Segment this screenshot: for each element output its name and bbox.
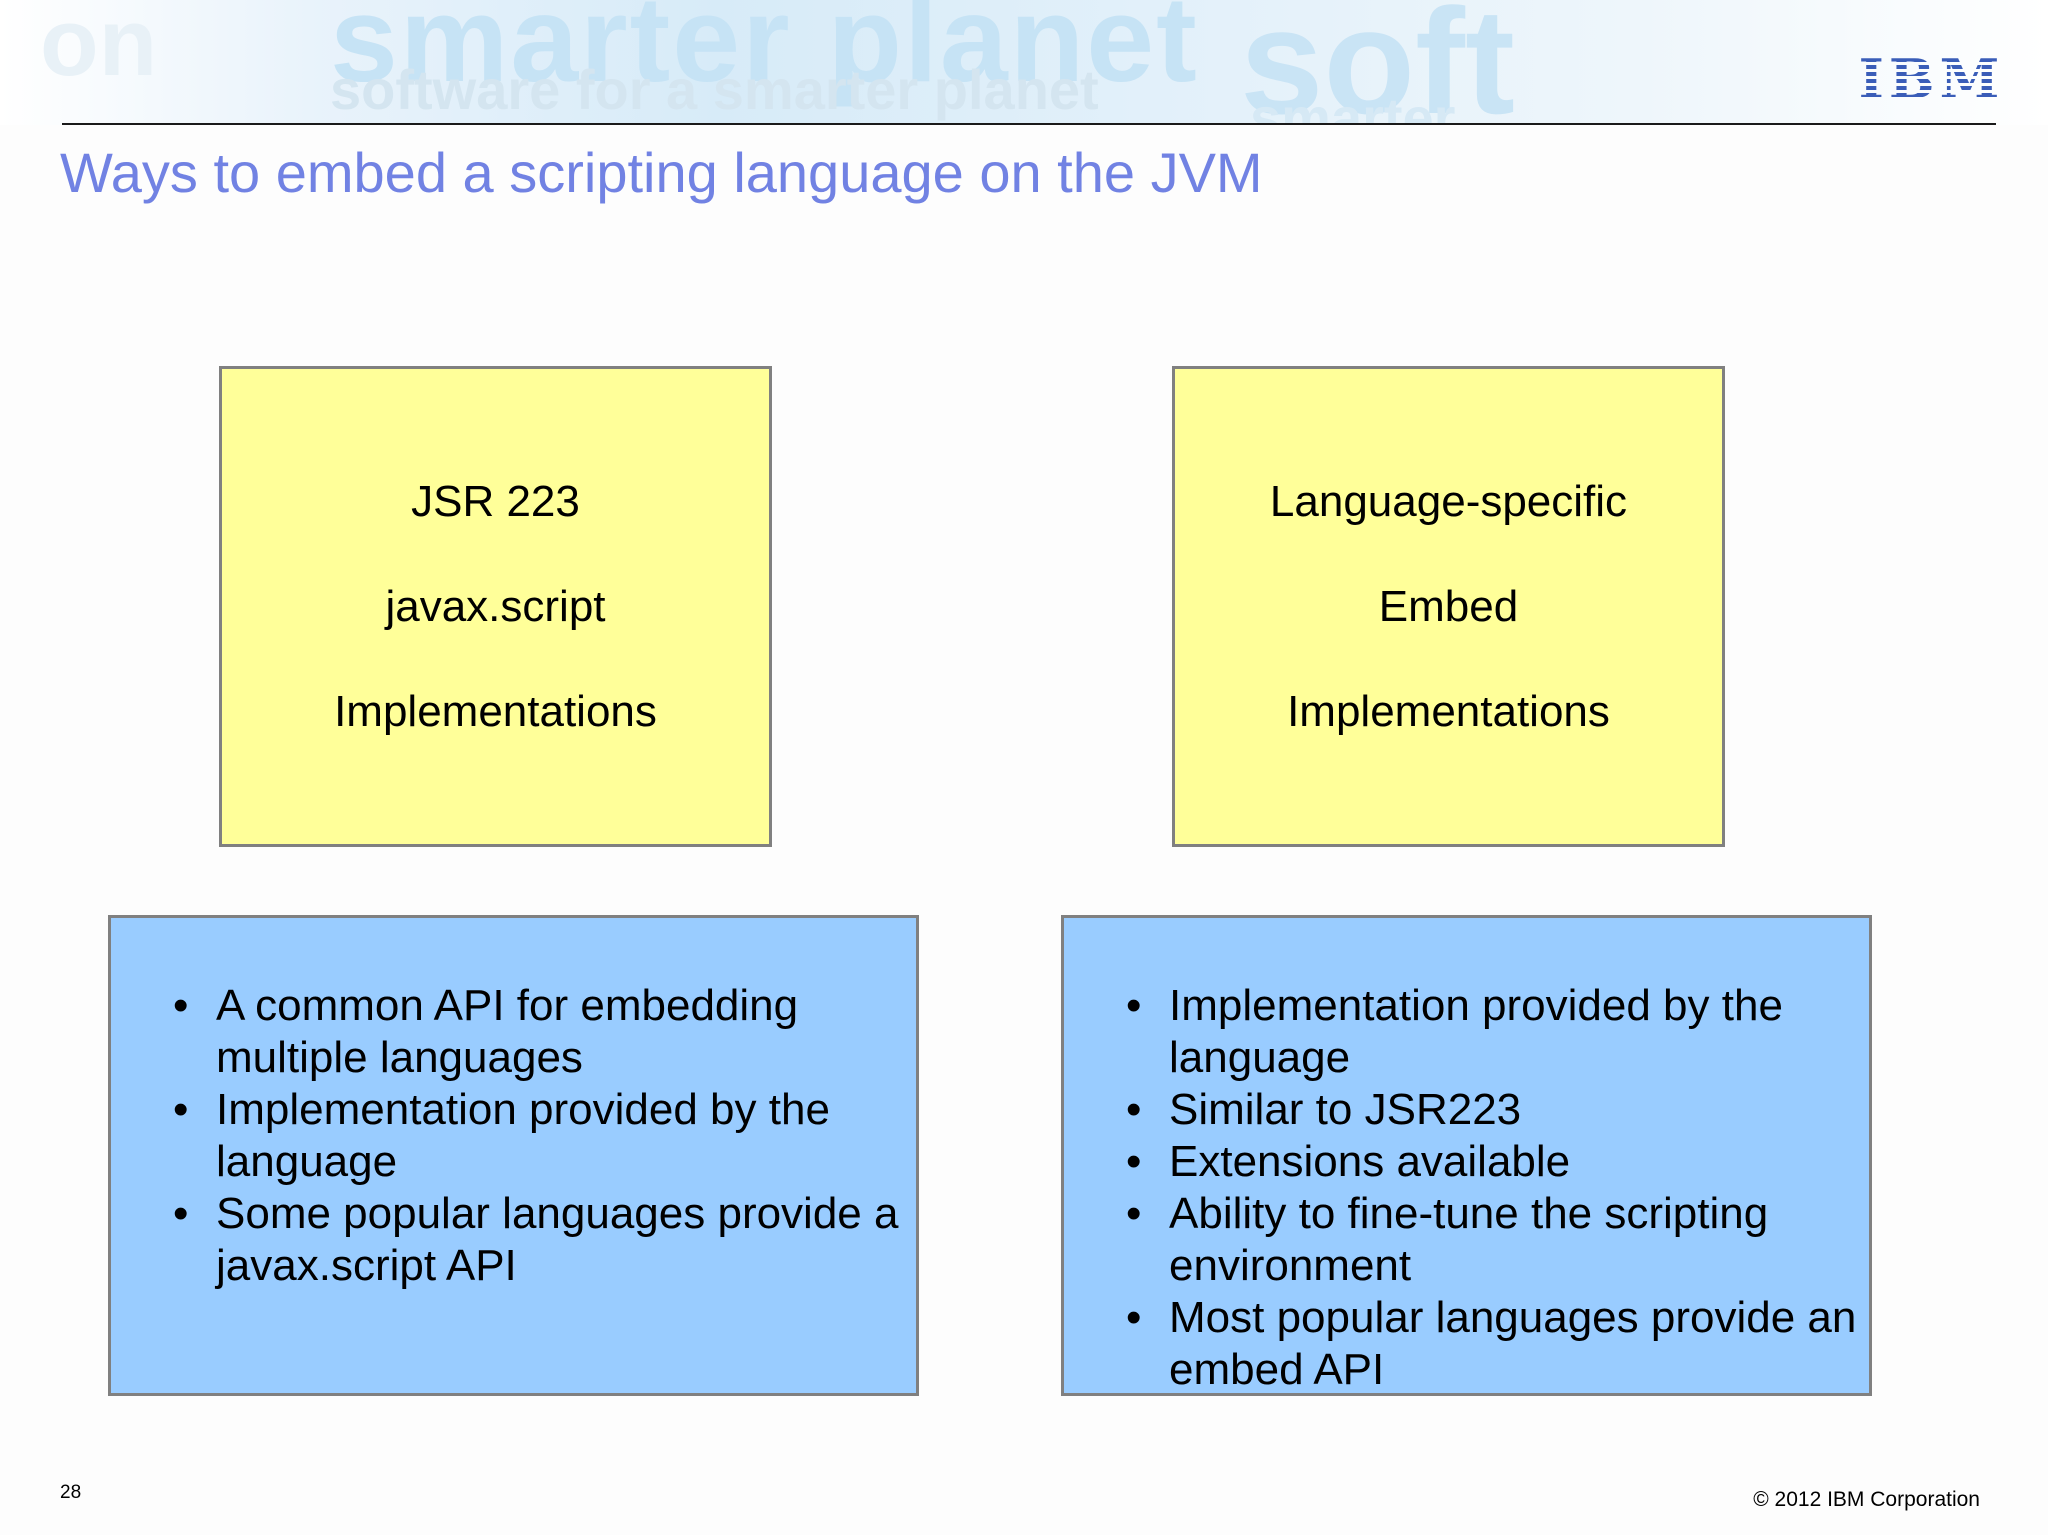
language-specific-box-line: Implementations	[1287, 687, 1610, 736]
jsr223-box-line: JSR 223	[411, 477, 580, 526]
ibm-logo-letter-b: B	[1888, 47, 1935, 111]
banner-watermark-smarter-planet: smarter planet	[330, 0, 1199, 107]
ibm-logo-letter-i: I	[1858, 47, 1884, 111]
embed-details-box: Implementation provided by the language …	[1061, 915, 1872, 1396]
copyright-notice: © 2012 IBM Corporation	[1753, 1488, 1980, 1511]
ibm-logo: I B M	[1858, 47, 2000, 111]
slide-title: Ways to embed a scripting language on th…	[60, 141, 1263, 204]
language-specific-box-line: Embed	[1378, 582, 1519, 631]
bullet-item: Ability to fine-tune the scripting envir…	[1126, 1188, 1859, 1292]
header-banner: on smarter planet software for a smarter…	[0, 0, 2048, 125]
bullet-item: A common API for embedding multiple lang…	[173, 980, 906, 1084]
jsr223-box-line: Implementations	[334, 687, 657, 736]
bullet-item: Similar to JSR223	[1126, 1084, 1859, 1136]
jsr223-details-box: A common API for embedding multiple lang…	[108, 915, 919, 1396]
banner-watermark-smarter: smarter	[1250, 86, 1456, 126]
banner-watermark-tagline: software for a smarter planet	[330, 58, 1099, 121]
banner-watermark-left: on	[40, 0, 158, 96]
banner-watermark-soft: soft	[1240, 0, 1515, 125]
bullet-item: Implementation provided by the language	[173, 1084, 906, 1188]
header-divider	[62, 123, 1996, 125]
language-specific-box: Language-specific Embed Implementations	[1172, 366, 1725, 847]
embed-bullet-list: Implementation provided by the language …	[1126, 980, 1859, 1396]
bullet-item: Some popular languages provide a javax.s…	[173, 1188, 906, 1292]
jsr223-box: JSR 223 javax.script Implementations	[219, 366, 772, 847]
page-number: 28	[60, 1482, 82, 1503]
bullet-item: Implementation provided by the language	[1126, 980, 1859, 1084]
bullet-item: Extensions available	[1126, 1136, 1859, 1188]
language-specific-box-line: Language-specific	[1269, 477, 1628, 526]
jsr223-bullet-list: A common API for embedding multiple lang…	[173, 980, 906, 1292]
jsr223-box-line: javax.script	[385, 582, 606, 631]
bullet-item: Most popular languages provide an embed …	[1126, 1292, 1859, 1396]
ibm-logo-letter-m: M	[1939, 47, 2000, 111]
